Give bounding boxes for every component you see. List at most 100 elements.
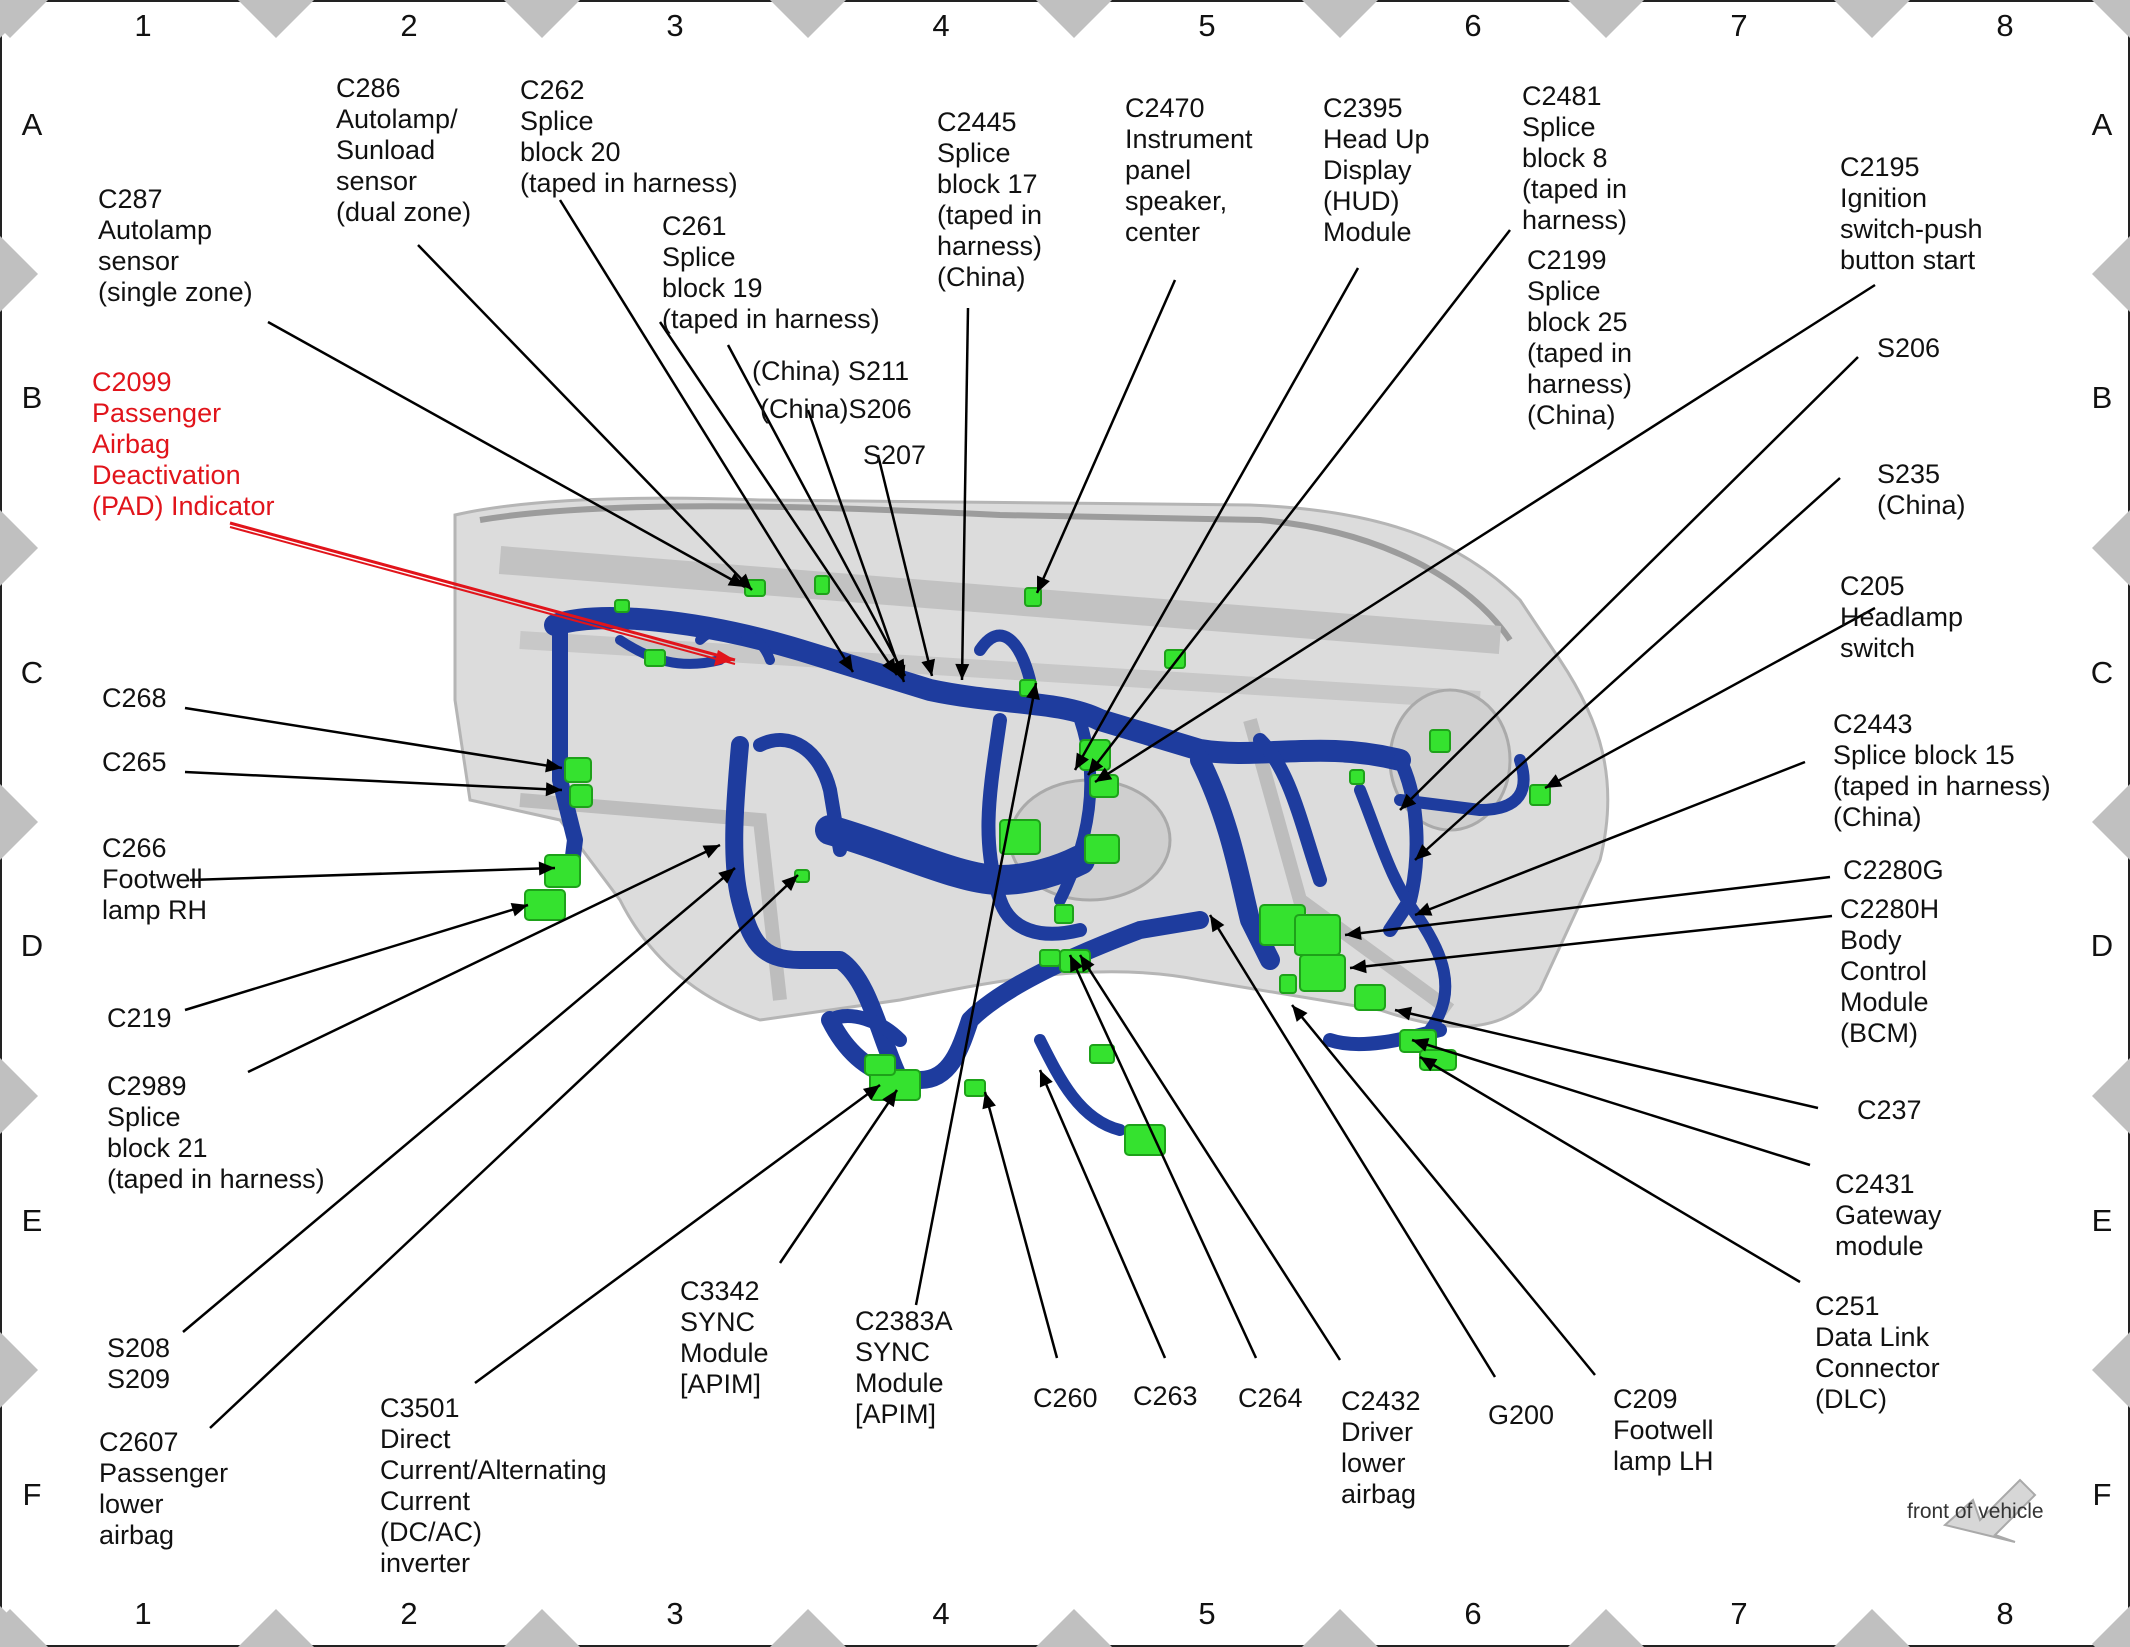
label-c264: C264 — [1238, 1383, 1303, 1413]
callout-arrowhead — [735, 573, 752, 590]
row-ref-a-right: A — [2091, 107, 2113, 142]
row-ref-d-right: D — [2090, 928, 2114, 963]
col-ref-5-top: 5 — [1198, 8, 1216, 43]
label-s206-china: (China)S206 — [760, 394, 912, 424]
label-c2431: C2431 Gateway module — [1835, 1169, 1942, 1261]
callout-arrowhead — [955, 663, 970, 680]
label-c2195: C2195 Ignition switch-push button start — [1840, 152, 1983, 275]
callout-arrowhead — [1075, 752, 1089, 770]
callout-arrowhead — [838, 654, 853, 672]
border-marker — [1036, 1609, 1112, 1647]
border-marker — [1302, 1609, 1378, 1647]
row-ref-c-right: C — [2090, 655, 2114, 690]
label-c3342: C3342 SYNC Module [APIM] — [680, 1276, 769, 1399]
label-c2395: C2395 Head Up Display (HUD) Module — [1323, 93, 1430, 247]
row-ref-c-left: C — [20, 655, 44, 690]
label-c2989: C2989 Splice block 21 (taped in harness) — [107, 1071, 325, 1194]
callout-arrowhead — [1088, 758, 1104, 775]
row-ref-b-right: B — [2091, 380, 2113, 415]
border-marker — [0, 1058, 38, 1134]
label-c205: C205 Headlamp switch — [1840, 571, 1964, 663]
callout-arrowhead — [781, 875, 798, 892]
front-of-vehicle-arrow — [1942, 1478, 2037, 1543]
row-ref-a-left: A — [21, 107, 43, 142]
col-ref-7-top: 7 — [1730, 8, 1748, 43]
border-marker — [238, 0, 314, 38]
callout-arrowhead — [1420, 1057, 1438, 1072]
label-c265: C265 — [102, 747, 167, 777]
callout-arrowhead — [1395, 1006, 1413, 1021]
border-marker — [2092, 1332, 2130, 1408]
callout-arrowhead — [1095, 767, 1113, 782]
label-c3501: C3501 Direct Current/Alternating Current… — [380, 1393, 607, 1578]
border-marker — [2092, 510, 2130, 586]
callout-arrowhead — [718, 868, 735, 884]
callout-arrowhead — [1292, 1005, 1308, 1022]
col-ref-6-bottom: 6 — [1464, 1596, 1482, 1631]
label-s211: (China) S211 — [752, 356, 910, 386]
col-ref-2-top: 2 — [400, 8, 418, 43]
border-marker — [0, 1332, 38, 1408]
callout-arrowhead — [1345, 926, 1362, 941]
callout-arrowhead — [1070, 955, 1084, 973]
label-s207: S207 — [863, 440, 927, 470]
border-marker — [504, 1609, 580, 1647]
col-ref-1-top: 1 — [134, 8, 152, 43]
label-c2607: C2607 Passenger lower airbag — [99, 1427, 229, 1550]
label-c2470: C2470 Instrument panel speaker, center — [1125, 93, 1253, 247]
callout-arrowhead — [1412, 1038, 1430, 1052]
label-c261: C261 Splice block 19 (taped in harness) — [662, 211, 880, 334]
label-c2432: C2432 Driver lower airbag — [1341, 1386, 1421, 1509]
border-marker — [238, 1609, 314, 1647]
col-ref-8-bottom: 8 — [1996, 1596, 2014, 1631]
callout-arrowhead — [1415, 844, 1432, 860]
callout-arrowhead — [1545, 774, 1563, 788]
label-c209: C209 Footwell lamp LH — [1613, 1384, 1714, 1476]
callout-arrowhead — [1037, 575, 1050, 593]
callout-arrowhead — [1039, 1070, 1053, 1088]
front-of-vehicle-label: front of vehicle — [1907, 1500, 2044, 1523]
callout-arrowhead — [1026, 683, 1040, 701]
label-c2199: C2199 Splice block 25 (taped in harness)… — [1527, 245, 1633, 430]
label-c262: C262 Splice block 20 (taped in harness) — [520, 75, 738, 198]
row-ref-d-left: D — [20, 928, 44, 963]
row-ref-f-right: F — [2092, 1477, 2112, 1512]
border-marker — [0, 510, 38, 586]
callout-arrowheads — [510, 573, 1563, 1110]
border-marker — [1036, 0, 1112, 38]
callout-lines — [182, 199, 1876, 1429]
label-c260: C260 — [1033, 1383, 1098, 1413]
label-s208-s209: S208 S209 — [107, 1333, 171, 1394]
label-c237: C237 — [1857, 1095, 1922, 1125]
callout-arrowhead — [892, 664, 906, 682]
border-marker — [0, 1606, 38, 1647]
callout-arrowhead — [510, 902, 528, 917]
col-ref-3-bottom: 3 — [666, 1596, 684, 1631]
label-s235: S235 (China) — [1877, 459, 1966, 520]
border-marker — [0, 236, 38, 312]
border-marker — [1568, 0, 1644, 38]
label-c2481: C2481 Splice block 8 (taped in harness) — [1522, 81, 1628, 235]
label-c287: C287 Autolamp sensor (single zone) — [98, 184, 253, 307]
label-c268: C268 — [102, 683, 167, 713]
border-marker — [2092, 784, 2130, 860]
col-ref-6-top: 6 — [1464, 8, 1482, 43]
label-c263: C263 — [1133, 1381, 1198, 1411]
border-marker — [0, 784, 38, 860]
label-c2099: C2099 Passenger Airbag Deactivation (PAD… — [92, 367, 275, 521]
col-ref-2-bottom: 2 — [400, 1596, 418, 1631]
callout-arrowhead — [1080, 955, 1095, 973]
border-marker — [1834, 1609, 1910, 1647]
row-ref-f-left: F — [22, 1477, 42, 1512]
label-c2445: C2445 Splice block 17 (taped in harness)… — [937, 107, 1043, 292]
label-g200: G200 — [1488, 1400, 1555, 1430]
col-ref-5-bottom: 5 — [1198, 1596, 1216, 1631]
label-s206: S206 — [1877, 333, 1941, 363]
row-ref-b-left: B — [21, 380, 43, 415]
label-c266: C266 Footwell lamp RH — [102, 833, 208, 925]
border-marker — [504, 0, 580, 38]
wire-harness — [544, 607, 1530, 1136]
